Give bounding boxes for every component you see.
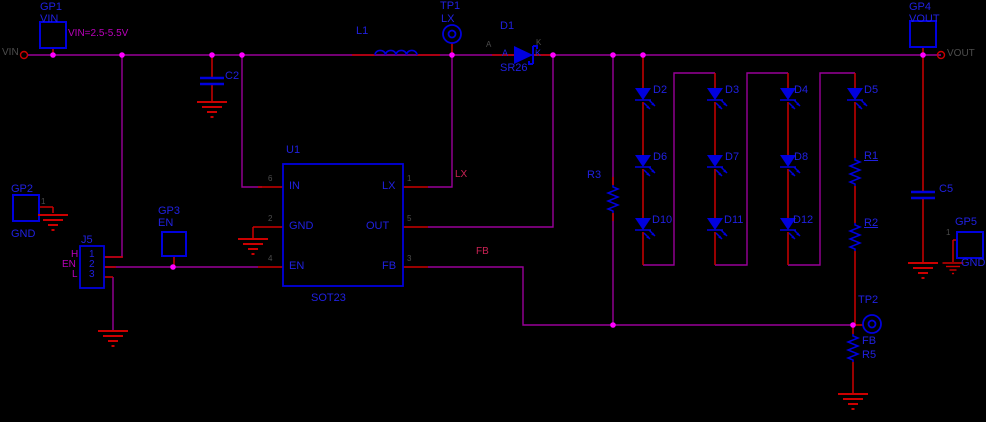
gp5-connector[interactable] bbox=[956, 231, 984, 259]
d1-ref-label: D1 bbox=[500, 20, 515, 32]
gp4-connector[interactable] bbox=[909, 20, 937, 48]
tp1-net-label: LX bbox=[441, 13, 455, 25]
gp3-ref-label: GP3 bbox=[158, 205, 181, 217]
u1-pin-en-label: EN bbox=[289, 260, 305, 272]
gp4-ref-label: GP4 bbox=[909, 1, 932, 13]
gp1-connector[interactable] bbox=[39, 21, 67, 49]
gp1-ref-label: GP1 bbox=[40, 1, 63, 13]
offpage-port-vout bbox=[936, 50, 946, 60]
gp1-net-label: VIN bbox=[40, 13, 59, 25]
u1-pin-num-4: 4 bbox=[268, 254, 273, 263]
u1-pin-lx-label: LX bbox=[382, 180, 396, 192]
c2-ref-label: C2 bbox=[225, 70, 240, 82]
u1-pin-gnd-label: GND bbox=[289, 220, 314, 232]
d12-ref-label: D12 bbox=[793, 214, 814, 226]
tp2-ref-label: TP2 bbox=[858, 294, 879, 306]
u1-pin-fb-label: FB bbox=[382, 260, 397, 272]
j5-pin-name-h: H bbox=[71, 249, 79, 260]
d3-ref-label: D3 bbox=[725, 84, 740, 96]
r3-ref-label: R3 bbox=[587, 169, 602, 181]
gp3-connector[interactable] bbox=[161, 231, 187, 257]
u1-pin-num-1: 1 bbox=[407, 174, 412, 183]
j5-pin-1: 1 bbox=[89, 249, 95, 260]
ground-symbol-j5 bbox=[97, 330, 129, 347]
u1-pin-num-2: 2 bbox=[268, 214, 273, 223]
gp5-ref-label: GP5 bbox=[955, 216, 978, 228]
ground-symbol-u1 bbox=[237, 238, 269, 255]
net-label-lx: LX bbox=[455, 169, 468, 180]
j5-pin-3: 3 bbox=[89, 269, 95, 280]
d1-cathode-symbol-label: K bbox=[535, 48, 542, 58]
u1-package-label: SOT23 bbox=[311, 292, 346, 304]
d1-cathode-pin-label: K bbox=[536, 38, 542, 47]
r2-resistor-symbol[interactable] bbox=[849, 222, 861, 252]
gp2-connector[interactable] bbox=[12, 194, 40, 222]
d5-ref-label: D5 bbox=[864, 84, 879, 96]
ground-symbol-c5 bbox=[907, 262, 939, 279]
d6-ref-label: D6 bbox=[653, 151, 668, 163]
gp5-pin-num: 1 bbox=[946, 228, 951, 237]
led-d7-symbol[interactable] bbox=[706, 154, 728, 177]
r2-ref-label: R2 bbox=[864, 217, 879, 229]
r5-ref-label: R5 bbox=[862, 349, 877, 361]
j5-ref-label: J5 bbox=[81, 234, 93, 246]
d10-ref-label: D10 bbox=[652, 214, 673, 226]
d1-anode-symbol-label: A bbox=[502, 48, 509, 58]
d1-anode-pin-label: A bbox=[486, 40, 492, 49]
u1-pin-num-6: 6 bbox=[268, 174, 273, 183]
r3-resistor-symbol[interactable] bbox=[607, 184, 619, 214]
c5-capacitor-symbol[interactable] bbox=[909, 190, 937, 200]
d7-ref-label: D7 bbox=[725, 151, 740, 163]
offpage-net-vout-label: VOUT bbox=[947, 48, 975, 59]
junction-dots bbox=[50, 52, 926, 328]
gp2-ref-label: GP2 bbox=[11, 183, 34, 195]
r1-ref-label: R1 bbox=[864, 150, 879, 162]
l1-inductor-symbol[interactable] bbox=[374, 49, 418, 56]
u1-ic-body[interactable] bbox=[282, 163, 404, 287]
gp2-net-label: GND bbox=[11, 228, 36, 240]
gp3-net-label: EN bbox=[158, 217, 174, 229]
tp2-net-label: FB bbox=[862, 335, 877, 347]
j5-pin-name-l: L bbox=[72, 269, 78, 280]
r1-resistor-symbol[interactable] bbox=[849, 157, 861, 187]
led-d3-symbol[interactable] bbox=[706, 87, 728, 110]
u1-pin-num-5: 5 bbox=[407, 214, 412, 223]
offpage-port-vin bbox=[19, 50, 29, 60]
wires bbox=[28, 54, 941, 330]
c2-capacitor-symbol[interactable] bbox=[198, 76, 226, 86]
d8-ref-label: D8 bbox=[794, 151, 809, 163]
j5-pin-2: 2 bbox=[89, 259, 95, 270]
net-label-fb: FB bbox=[476, 246, 489, 257]
l1-ref-label: L1 bbox=[356, 25, 369, 37]
d1-diode-symbol[interactable] bbox=[514, 45, 538, 65]
j5-jumper-body[interactable] bbox=[79, 245, 105, 289]
pin-wires bbox=[39, 43, 957, 394]
tp2-testpoint-symbol[interactable] bbox=[862, 314, 882, 334]
u1-ref-label: U1 bbox=[286, 144, 301, 156]
r5-resistor-symbol[interactable] bbox=[847, 333, 859, 363]
ground-symbol-r5 bbox=[837, 393, 869, 410]
power-annotation-label: VIN=2.5-5.5V bbox=[68, 28, 129, 39]
d4-ref-label: D4 bbox=[794, 84, 809, 96]
tp1-ref-label: TP1 bbox=[440, 0, 461, 12]
led-d2-symbol[interactable] bbox=[634, 87, 656, 110]
offpage-net-vin-label: VIN bbox=[2, 47, 19, 58]
u1-pin-num-3: 3 bbox=[407, 254, 412, 263]
u1-pin-out-label: OUT bbox=[366, 220, 390, 232]
d2-ref-label: D2 bbox=[653, 84, 668, 96]
gp5-net-label: GND bbox=[961, 257, 986, 269]
d1-part-label: SR26 bbox=[500, 62, 528, 74]
gp4-net-label: VOUT bbox=[909, 13, 940, 25]
ground-symbol-c2 bbox=[196, 101, 228, 118]
gp2-pin-num: 1 bbox=[41, 197, 46, 206]
d11-ref-label: D11 bbox=[724, 214, 744, 226]
c5-ref-label: C5 bbox=[939, 183, 954, 195]
ground-symbol-gp2 bbox=[37, 214, 69, 231]
tp1-testpoint-symbol[interactable] bbox=[442, 24, 462, 44]
j5-pin-name-en: EN bbox=[62, 259, 76, 270]
led-d6-symbol[interactable] bbox=[634, 154, 656, 177]
u1-pin-in-label: IN bbox=[289, 180, 300, 192]
